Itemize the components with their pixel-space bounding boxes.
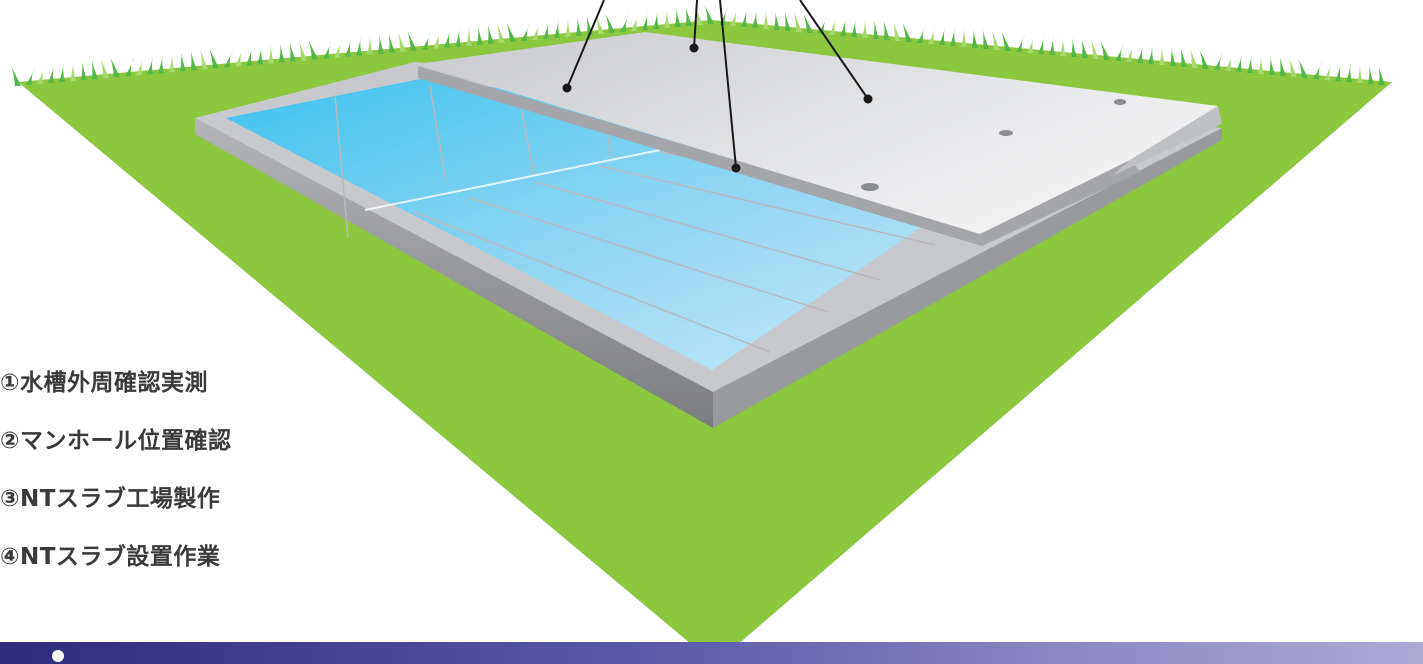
step-1: ①水槽外周確認実測 <box>0 368 231 398</box>
step-2: ②マンホール位置確認 <box>0 426 231 456</box>
grass-blade <box>862 19 868 38</box>
grass-blade <box>1258 55 1264 74</box>
grass-blade <box>565 18 571 37</box>
grass-blade <box>1159 46 1165 65</box>
footer-dot-icon <box>52 650 64 662</box>
grass-blade <box>763 10 769 29</box>
grass-blade <box>367 36 373 55</box>
grass-blade <box>1357 64 1363 83</box>
footer-bar <box>0 642 1423 664</box>
grass-blade <box>466 27 472 46</box>
grass-blade <box>70 62 76 81</box>
grass-blade <box>169 53 175 72</box>
grass-blade <box>12 67 21 86</box>
grass-blade <box>664 9 670 28</box>
step-4: ④NTスラブ設置作業 <box>0 542 231 572</box>
grass-blade <box>268 44 274 63</box>
grass-blade <box>961 28 967 47</box>
installation-steps: ①水槽外周確認実測 ②マンホール位置確認 ③NTスラブ工場製作 ④NTスラブ設置… <box>0 368 231 600</box>
step-3: ③NTスラブ工場製作 <box>0 484 231 514</box>
grass-blade <box>1060 37 1066 56</box>
